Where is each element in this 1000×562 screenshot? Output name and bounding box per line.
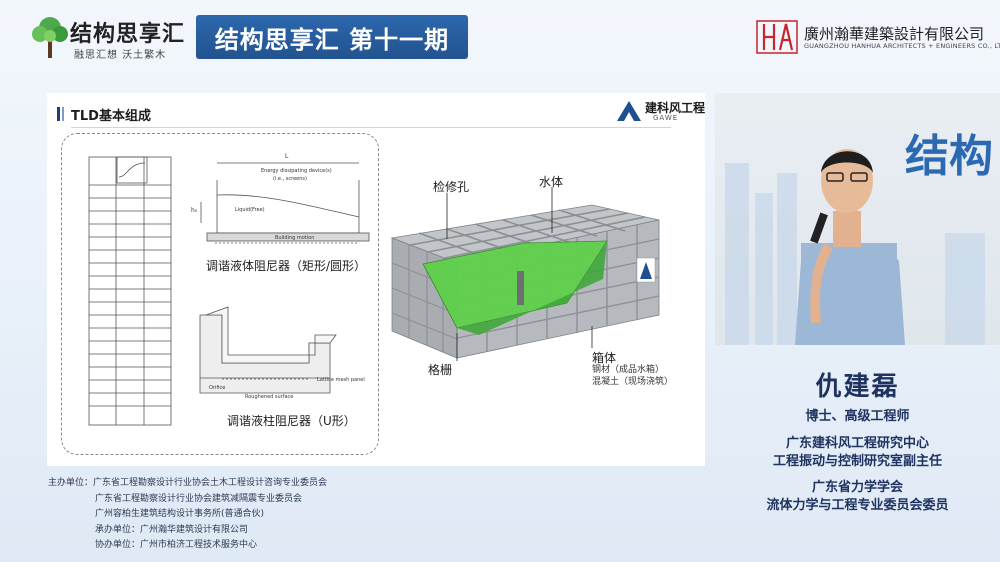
- speaker-affiliation-2-line-2: 流体力学与工程专业委员会委员: [766, 498, 949, 513]
- tld-diagram-frame: [61, 133, 379, 455]
- label-length: L: [285, 153, 289, 160]
- speaker-affiliation-1-line-2: 工程振动与控制研究室副主任: [772, 454, 942, 469]
- hanhua-logo-icon: [756, 20, 798, 54]
- label-energy-screens: (i.e., screens): [273, 176, 307, 182]
- speaker-name: 仇建磊: [815, 372, 900, 402]
- speaker-figure: [795, 149, 905, 345]
- event-logo: 结构思享汇 融思汇想 沃土繁木: [30, 14, 184, 64]
- callout-tank-concrete: 混凝土（现场浇筑）: [592, 377, 674, 387]
- organizers-list: 主办单位：广东省工程勘察设计行业协会土木工程设计咨询专业委员会 广东省工程勘察设…: [48, 476, 327, 554]
- host-2: 广东省工程勘察设计行业协会建筑减隔震专业委员会: [95, 493, 303, 504]
- callout-tank-steel: 钢材（成品水箱）: [592, 365, 665, 375]
- title-accent-bar-light: [62, 107, 64, 121]
- host-1: 广东省工程勘察设计行业协会土木工程设计咨询专业委员会: [93, 478, 328, 488]
- gawe-logo-cn: 建科风工程: [645, 101, 705, 115]
- host-3: 广州容柏生建筑结构设计事务所(普通合伙): [95, 509, 265, 519]
- undertaker: 承办单位：广州瀚华建筑设计有限公司: [95, 524, 249, 535]
- callout-tank-body: 箱体: [592, 351, 617, 365]
- episode-banner: 结构思享汇 第十一期: [196, 15, 468, 59]
- tld-line-drawings: [88, 156, 370, 426]
- caption-u-tlcd: 调谐液柱阻尼器（U形）: [227, 414, 356, 428]
- u-tlcd-sketch: [199, 306, 337, 394]
- speaker-video: 结构: [715, 93, 1000, 345]
- label-energy-device: Energy dissipating device(s): [261, 168, 332, 174]
- company-name-en: GUANGZHOU HANHUA ARCHITECTS + ENGINEERS …: [804, 42, 1000, 50]
- title-accent-bar: [57, 107, 60, 121]
- water-tank-3d: [390, 187, 660, 361]
- label-h0: h₀: [191, 207, 198, 214]
- gawe-a-icon: [617, 101, 641, 121]
- callout-water-body: 水体: [539, 175, 564, 189]
- event-logo-subtitle: 融思汇想 沃土繁木: [74, 50, 167, 61]
- label-liquid-free: Liquid(Free): [235, 207, 265, 213]
- label-building-motion: Building motion: [275, 235, 315, 241]
- speaker-affiliation-2-line-1: 广东省力学学会: [811, 480, 903, 495]
- assistant: 协办单位：广州市柏济工程技术服务中心: [95, 540, 258, 550]
- backdrop-text: 结构: [905, 131, 993, 182]
- gawe-logo-en: GAWE: [653, 114, 679, 122]
- company-logo: 廣州瀚華建築設計有限公司 GUANGZHOU HANHUA ARCHITECTS…: [756, 20, 1000, 54]
- title-divider: [71, 127, 671, 128]
- speaker-affiliation-1-line-1: 广东建科风工程研究中心: [785, 436, 929, 451]
- host-row-1: 主办单位：广东省工程勘察设计行业协会土木工程设计咨询专业委员会: [48, 476, 327, 492]
- speaker-title: 博士、高级工程师: [805, 409, 910, 424]
- slide-title: TLD基本组成: [71, 109, 151, 124]
- callout-access-hole: 检修孔: [433, 180, 470, 194]
- gawe-logo: 建科风工程 GAWE: [615, 99, 705, 125]
- tree-logo-icon: [32, 17, 68, 58]
- rect-tld-section: [200, 162, 370, 244]
- speaker-scene: 结构: [725, 131, 993, 345]
- caption-rect-tld: 调谐液体阻尼器（矩形/圆形）: [206, 259, 367, 273]
- host-label: 主办单位：: [48, 478, 94, 488]
- presentation-slide: TLD基本组成 建科风工程 GAWE: [47, 93, 705, 466]
- building-elevation: [88, 156, 172, 426]
- callout-grille: 格栅: [428, 363, 453, 377]
- event-logo-title: 结构思享汇: [70, 21, 186, 47]
- label-lattice-mesh: Lattice mesh panel: [317, 377, 365, 383]
- label-roughened-surface: Roughened surface: [245, 394, 294, 400]
- company-name-cn: 廣州瀚華建築設計有限公司: [804, 25, 985, 43]
- label-orifice: Orifice: [209, 385, 226, 391]
